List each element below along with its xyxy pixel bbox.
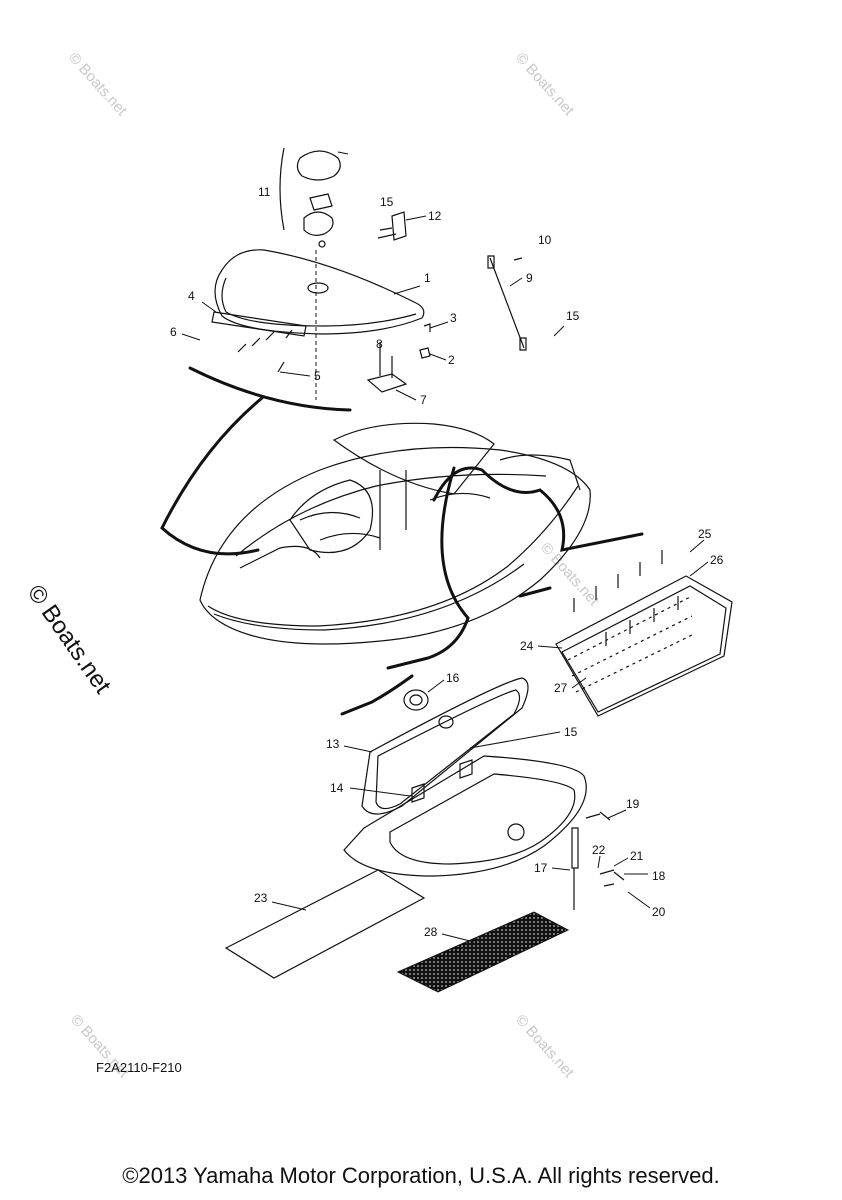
hatch-lid-assembly bbox=[279, 147, 349, 248]
callout-23: 23 bbox=[254, 891, 268, 905]
callout-6: 6 bbox=[170, 325, 177, 339]
callout-7: 7 bbox=[420, 393, 427, 407]
callout-15-b: 15 bbox=[566, 309, 580, 323]
callout-25: 25 bbox=[698, 527, 712, 541]
boat-hull bbox=[199, 422, 591, 645]
callout-28: 28 bbox=[424, 925, 438, 939]
copyright-notice: ©2013 Yamaha Motor Corporation, U.S.A. A… bbox=[122, 1163, 720, 1188]
group-outlines bbox=[160, 366, 644, 716]
floor-mat-28 bbox=[396, 911, 570, 993]
watermark: © Boats.net bbox=[512, 49, 578, 119]
callout-17: 17 bbox=[534, 861, 548, 875]
callout-19: 19 bbox=[626, 797, 640, 811]
latch-hardware bbox=[366, 323, 431, 393]
callout-5: 5 bbox=[314, 369, 321, 383]
callout-3: 3 bbox=[450, 311, 457, 325]
seat-cushion bbox=[214, 249, 425, 400]
watermark: © Boats.net bbox=[512, 1011, 578, 1081]
storage-hatch bbox=[343, 677, 587, 877]
callouts: 1 2 3 4 5 6 7 8 9 10 11 12 13 14 15 15 1… bbox=[170, 185, 724, 943]
callout-24: 24 bbox=[520, 639, 534, 653]
callout-14: 14 bbox=[330, 781, 344, 795]
callout-8: 8 bbox=[376, 337, 383, 351]
hinge-strip bbox=[211, 311, 307, 373]
gas-strut bbox=[571, 811, 625, 910]
watermark: © Boats.net bbox=[65, 49, 131, 119]
drain-knob bbox=[403, 689, 454, 729]
callout-1: 1 bbox=[424, 271, 431, 285]
callout-4: 4 bbox=[188, 289, 195, 303]
callout-20: 20 bbox=[652, 905, 666, 919]
support-rod bbox=[487, 255, 527, 351]
callout-22: 22 bbox=[592, 843, 606, 857]
callout-13: 13 bbox=[326, 737, 340, 751]
callout-18: 18 bbox=[652, 869, 666, 883]
callout-27: 27 bbox=[554, 681, 568, 695]
callout-26: 26 bbox=[710, 553, 724, 567]
bracket bbox=[377, 211, 407, 241]
callout-15-c: 15 bbox=[564, 725, 578, 739]
callout-10: 10 bbox=[538, 233, 552, 247]
floor-mat-23 bbox=[224, 869, 426, 979]
callout-12: 12 bbox=[428, 209, 442, 223]
callout-15-a: 15 bbox=[380, 195, 394, 209]
callout-21: 21 bbox=[630, 849, 644, 863]
callout-11: 11 bbox=[258, 185, 271, 199]
cover-panel bbox=[555, 550, 733, 717]
callout-16: 16 bbox=[446, 671, 460, 685]
diagram-code: F2A2110-F210 bbox=[96, 1060, 182, 1075]
callout-9: 9 bbox=[526, 271, 533, 285]
callout-2: 2 bbox=[448, 353, 455, 367]
